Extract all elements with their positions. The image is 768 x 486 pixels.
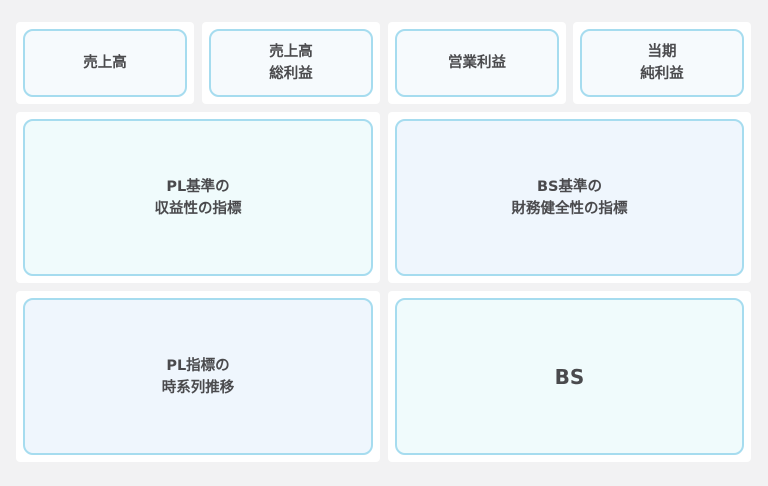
card-label: PL指標の 時系列推移 [161, 357, 235, 396]
card-sales[interactable]: 売上高 [23, 29, 187, 97]
panel-sales: 売上高 [16, 22, 194, 104]
card-label: BS [554, 364, 585, 389]
panel-pl-timeseries: PL指標の 時系列推移 [16, 291, 380, 462]
card-bs-soundness[interactable]: BS基準の 財務健全性の指標 [395, 119, 744, 276]
card-label: BS基準の 財務健全性の指標 [511, 178, 628, 217]
card-label: 売上高 総利益 [269, 44, 313, 82]
card-label: 当期 純利益 [640, 44, 684, 82]
card-label: 売上高 [83, 55, 127, 71]
card-label: PL基準の 収益性の指標 [154, 178, 242, 217]
panel-gross-profit: 売上高 総利益 [202, 22, 380, 104]
card-label: 営業利益 [448, 55, 506, 71]
card-pl-profitability[interactable]: PL基準の 収益性の指標 [23, 119, 373, 276]
panel-bs-soundness: BS基準の 財務健全性の指標 [388, 112, 751, 283]
panel-operating-profit: 営業利益 [388, 22, 566, 104]
card-pl-timeseries[interactable]: PL指標の 時系列推移 [23, 298, 373, 455]
card-bs[interactable]: BS [395, 298, 744, 455]
panel-net-income: 当期 純利益 [573, 22, 751, 104]
panel-bs: BS [388, 291, 751, 462]
panel-pl-profitability: PL基準の 収益性の指標 [16, 112, 380, 283]
card-gross-profit[interactable]: 売上高 総利益 [209, 29, 373, 97]
card-operating-profit[interactable]: 営業利益 [395, 29, 559, 97]
card-net-income[interactable]: 当期 純利益 [580, 29, 744, 97]
